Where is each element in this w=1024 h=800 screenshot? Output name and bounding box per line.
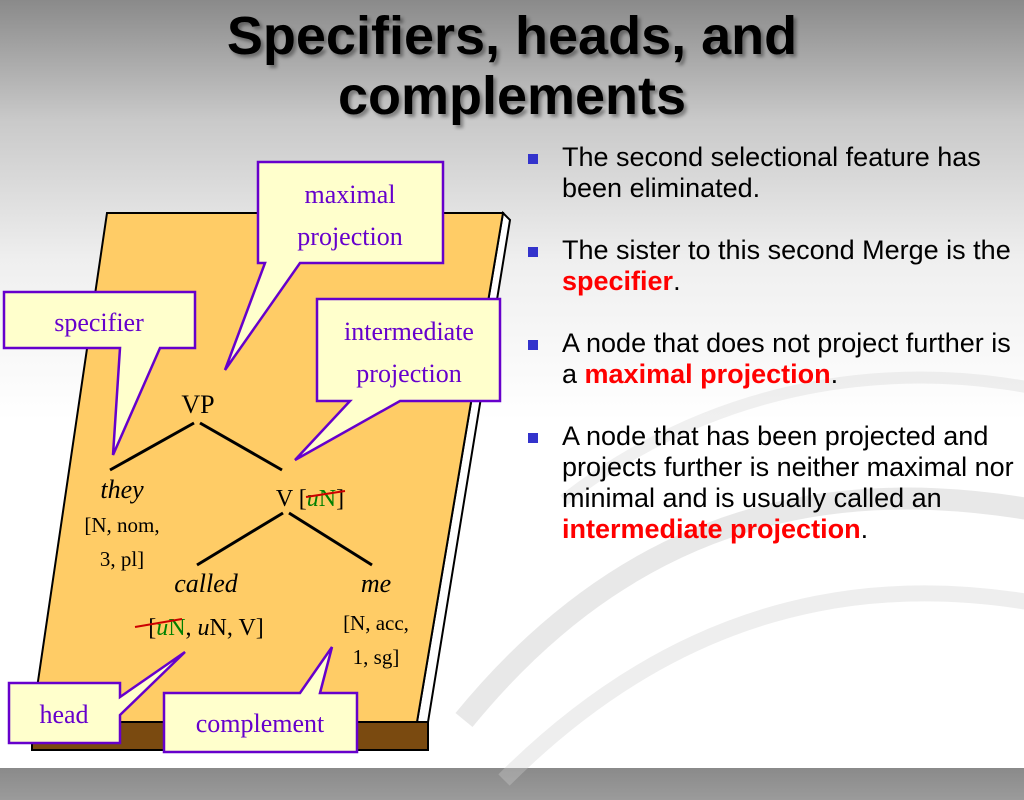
tree-diagram: VP they [N, nom, 3, pl] V [uN] called [u…	[2, 160, 512, 754]
node-they: they	[100, 475, 144, 504]
branch-vbar-me	[288, 511, 373, 567]
vbar-n: N	[319, 486, 336, 512]
slide-title: Specifiers, heads, and complements	[0, 6, 1024, 126]
bullet-2-emphasis: specifier	[562, 266, 674, 296]
complement-label: complement	[196, 709, 325, 738]
node-vp: VP	[181, 390, 214, 419]
node-me: me	[361, 569, 391, 598]
maximal-label-1: maximal	[305, 180, 396, 209]
vbar-close: ]	[336, 486, 344, 512]
intermediate-label-1: intermediate	[344, 317, 474, 346]
square-bullet-icon	[528, 340, 538, 350]
bullet-4-end: .	[860, 514, 869, 544]
branch-vbar-called	[196, 511, 284, 567]
called-u1: u	[156, 615, 168, 641]
me-features-1: [N, acc,	[343, 611, 409, 635]
head-label: head	[39, 700, 88, 729]
specifier-label: specifier	[54, 308, 144, 337]
vbar-v: V [	[276, 486, 307, 512]
callout-complement	[162, 646, 359, 754]
bullet-item-2: The sister to this second Merge is the s…	[522, 235, 1017, 297]
bullet-list: The second selectional feature has been …	[522, 142, 1017, 545]
intermediate-label-2: projection	[356, 359, 461, 388]
title-line-2: complements	[337, 66, 687, 126]
called-rest: N, V]	[210, 615, 264, 641]
bullet-3-text: A node that does not project further is …	[562, 328, 1011, 389]
they-features-1: [N, nom,	[84, 513, 159, 537]
they-features-2: 3, pl]	[100, 547, 144, 571]
called-features: [uN, uN, V]	[148, 615, 264, 641]
square-bullet-icon	[528, 247, 538, 257]
bullet-2-end: .	[673, 266, 681, 296]
branch-vp-vbar	[199, 421, 283, 472]
called-comma: ,	[186, 615, 198, 641]
called-strike	[134, 618, 183, 628]
bullet-item-3: A node that does not project further is …	[522, 328, 1017, 390]
bullet-2-text: The sister to this second Merge is the	[562, 235, 1011, 265]
bullet-3-end: .	[830, 359, 839, 389]
tree-branches	[109, 421, 373, 567]
bullet-4-text: A node that has been projected and proje…	[562, 421, 1014, 513]
title-line-1: Specifiers, heads, and	[226, 6, 798, 66]
node-called: called	[174, 569, 239, 598]
bullet-4-emphasis: intermediate projection	[562, 514, 861, 544]
node-vbar: V [uN]	[276, 486, 344, 512]
branch-vp-they	[109, 421, 195, 472]
callout-maximal-projection	[223, 160, 445, 371]
square-bullet-icon	[528, 433, 538, 443]
called-open: [	[148, 615, 156, 641]
callout-head	[7, 650, 186, 745]
bullet-3-emphasis: maximal projection	[584, 359, 831, 389]
background-swirl	[455, 371, 1024, 786]
bullet-item-1: The second selectional feature has been …	[522, 142, 1017, 204]
bullet-item-4: A node that has been projected and proje…	[522, 421, 1017, 545]
vbar-strike	[305, 490, 346, 498]
called-u2: u	[198, 615, 210, 641]
callout-specifier	[2, 290, 197, 456]
bullet-1-text: The second selectional feature has been …	[562, 142, 981, 203]
vbar-u: u	[307, 486, 319, 512]
square-bullet-icon	[528, 154, 538, 164]
maximal-label-2: projection	[297, 222, 402, 251]
callout-intermediate-projection	[294, 297, 502, 462]
me-features-2: 1, sg]	[353, 645, 400, 669]
